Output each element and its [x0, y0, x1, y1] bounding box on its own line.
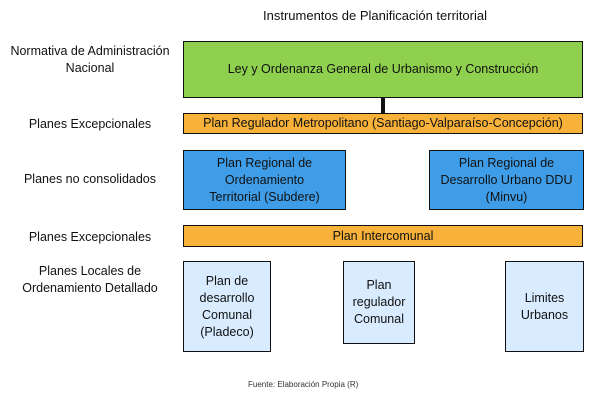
row-label-excepcionales-2: Planes Excepcionales — [28, 230, 152, 244]
box-ley-ordenanza: Ley y Ordenanza General de Urbanismo y C… — [183, 41, 583, 98]
box-plan-pladeco: Plan de desarrollo Comunal (Pladeco) — [183, 261, 271, 352]
source-footnote: Fuente: Elaboración Propia (R) — [248, 380, 359, 389]
box-plan-regulador-comunal: Plan regulador Comunal — [343, 261, 415, 344]
row-label-locales: Planes Locales de Ordenamiento Detallado — [22, 264, 158, 295]
row-label-excepcionales-1: Planes Excepcionales — [28, 117, 152, 131]
row-label-normativa: Normativa de Administración Nacional — [10, 44, 170, 75]
box-plan-intercomunal: Plan Intercomunal — [183, 225, 583, 247]
box-limites-urbanos: Limites Urbanos — [505, 261, 584, 352]
box-plan-regional-ordenamiento: Plan Regional de Ordenamiento Territoria… — [183, 150, 346, 210]
row-label-no-consolidados: Planes no consolidados — [23, 172, 157, 186]
diagram-title: Instrumentos de Planificación territoria… — [263, 8, 487, 23]
box-plan-regional-ddu: Plan Regional de Desarrollo Urbano DDU (… — [429, 150, 584, 210]
box-plan-metropolitano: Plan Regulador Metropolitano (Santiago-V… — [183, 113, 583, 134]
connector-line — [381, 98, 385, 113]
